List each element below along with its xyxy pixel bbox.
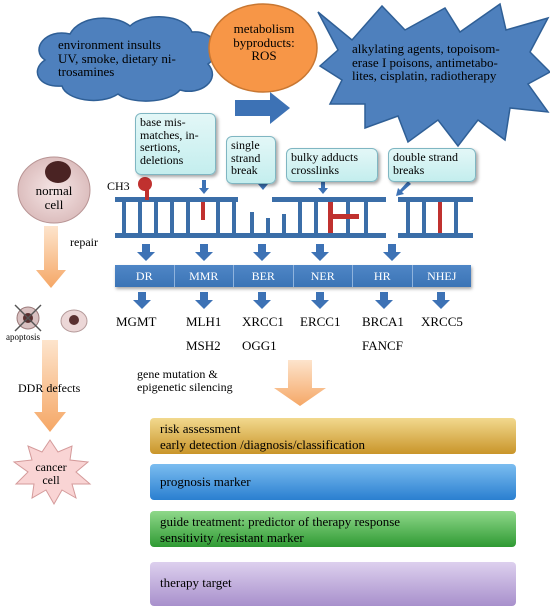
metabolism-line-1: metabolism [233,21,295,36]
gene-ercc1: ERCC1 [300,314,341,329]
normal-cell-nucleus [45,161,71,183]
double-strand-callout: double strand breaks [388,148,476,182]
cancer-cell-burst [12,439,92,506]
mutation-arrow [274,360,326,406]
bulky-callout: bulky adducts crosslinks [286,148,378,182]
gene-xrcc1: XRCC1 [242,314,284,329]
pathway-ner: NER [294,265,353,287]
repair-label: repair [70,235,98,249]
environment-line-2: UV, smoke, dietary ni- [58,50,176,66]
risk-line-1: risk assessment [160,421,241,436]
pathway-dr: DR [115,265,175,287]
cancer-line-1: cancer [35,460,67,474]
ddr-defects-arrow [34,340,66,432]
metabolism-line-2: byproducts: [233,34,295,50]
normal-line-1: normal [35,183,73,198]
normal-line-2: cell [44,196,64,212]
target-line-1: therapy target [160,575,232,590]
single-strand-line-1: single [231,138,260,152]
mismatch-line-3: sertions, [140,140,181,155]
prognosis-line-1: prognosis marker [160,474,251,489]
treatment-bar-bg [150,511,516,547]
repair-arrow [36,226,66,288]
metabolism-ellipse [208,3,318,93]
mismatch-line-4: deletions [140,152,184,167]
treatment-line-1: guide treatment: predictor of therapy re… [160,514,401,529]
pathway-nhej: NHEJ [427,269,457,283]
environment-text: environment insults UV, smoke, dietary n… [58,38,176,79]
mismatch-line-2: matches, in- [140,127,199,142]
apoptosis-label: apoptosis [6,332,41,342]
gene-mlh1: MLH1 [186,314,222,329]
environment-line-3: trosamines [58,64,115,80]
treatment-line-2: sensitivity /resistant marker [160,529,304,545]
mismatch-line-1: base mis- [140,115,186,129]
dna-ladder [115,170,473,239]
therapy-target-text: therapy target [160,576,232,590]
repair-pathway-row: DR MMR BER NER HR NHEJ [115,265,471,287]
surviving-cell-icon [60,309,88,333]
prognosis-text: prognosis marker [160,475,251,489]
single-strand-line-2: strand [231,150,261,165]
double-strand-line-1: double strand [393,150,458,164]
treatment-text: guide treatment: predictor of therapy re… [160,514,400,545]
pathway-hr: HR [353,265,413,287]
pathway-mmr: MMR [175,265,234,287]
agents-text: alkylating agents, topoisom- erase I poi… [352,42,500,83]
cancer-line-2: cell [42,472,60,487]
risk-assessment-text: risk assessment early detection /diagnos… [160,421,365,452]
environment-cloud [36,16,218,102]
environment-line-1: environment insults [58,37,161,52]
bulky-line-1: bulky adducts [291,150,358,164]
agents-line-1: alkylating agents, topoisom- [352,41,500,56]
single-strand-callout: single strand break [226,136,276,184]
ddr-defects-label: DDR defects [18,381,81,395]
single-strand-line-3: break [231,163,258,178]
bulky-line-2: crosslinks [291,162,339,177]
pathway-ber: BER [234,265,294,287]
converge-arrow [235,92,290,124]
gene-xrcc5: XRCC5 [421,314,463,329]
gene-brca1: BRCA1 [362,314,404,329]
gene-mgmt: MGMT [116,314,157,329]
cancer-cell-label: cancer cell [30,461,72,486]
metabolism-text: metabolism byproducts: ROS [226,22,302,63]
pathway-to-gene-arrows [133,292,450,309]
agents-line-3: lites, cisplatin, radiotherapy [352,68,497,84]
risk-bar-bg [150,418,516,454]
prognosis-bar-bg [150,464,516,500]
risk-line-2: early detection /diagnosis/classificatio… [160,436,366,452]
normal-cell-label: normal cell [30,184,78,211]
mutation-line-1: gene mutation & [137,367,218,381]
agents-starburst [317,2,550,148]
double-strand-line-2: breaks [393,162,425,177]
mutation-line-2: epigenetic silencing [137,379,233,394]
dna-to-pathway-arrows [137,244,401,261]
target-bar-bg [150,562,516,606]
gene-ogg1: OGG1 [242,338,277,353]
metabolism-line-3: ROS [251,48,277,64]
apoptosis-icon [14,304,42,332]
gene-fancf: FANCF [362,338,403,353]
mutation-text: gene mutation & epigenetic silencing [137,368,233,393]
gene-msh2: MSH2 [186,338,221,353]
ch3-label: CH3 [107,179,130,193]
mismatch-callout: base mis- matches, in- sertions, deletio… [135,113,216,175]
normal-cell-shape [17,156,91,224]
agents-line-2: erase I poisons, antimetabo- [352,54,498,70]
